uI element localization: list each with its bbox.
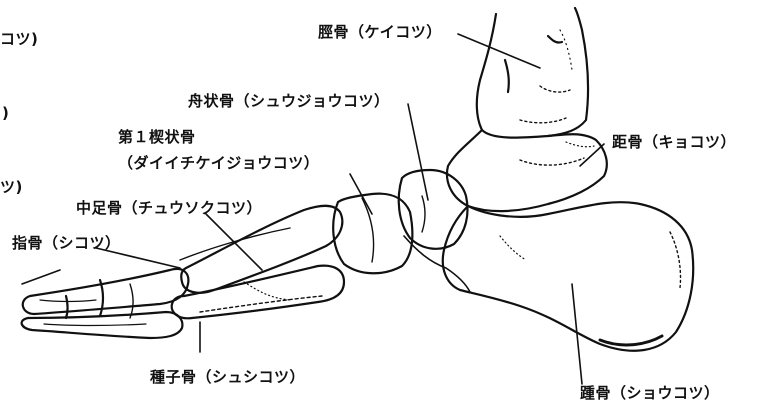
- phalanx-bones: [22, 269, 189, 338]
- metatarsal-bones: [172, 206, 344, 319]
- leader-tibia: [458, 34, 540, 68]
- label-cut-low: ツ): [0, 178, 23, 196]
- leader-navicular: [408, 104, 428, 200]
- label-metatarsal: 中足骨（チュウソクコツ）: [76, 199, 262, 217]
- tibia-bone: [477, 8, 588, 138]
- calcaneus-bone: [443, 202, 693, 351]
- label-cut-top: コツ): [0, 30, 38, 48]
- label-cuneiform-line1: 第１楔状骨: [118, 128, 196, 146]
- label-calcaneus: 踵骨（ショウコツ）: [580, 384, 720, 402]
- leader-phalanges-2: [22, 270, 60, 284]
- label-talus: 距骨（キョコツ）: [612, 133, 736, 151]
- leader-metatarsal: [206, 214, 262, 270]
- label-navicular: 舟状骨（シュウジョウコツ）: [188, 92, 390, 110]
- label-sesamoid: 種子骨（シュシコツ）: [150, 368, 305, 386]
- label-cut-mid: ): [2, 104, 9, 122]
- label-phalanges: 指骨（シコツ）: [12, 234, 121, 252]
- label-cuneiform-line2: （ダイイチケイジョウコツ）: [118, 154, 319, 172]
- leader-talus: [580, 144, 604, 166]
- label-tibia: 脛骨（ケイコツ）: [318, 23, 442, 41]
- talus-bone: [447, 130, 607, 211]
- cuneiform-bones: [333, 194, 470, 292]
